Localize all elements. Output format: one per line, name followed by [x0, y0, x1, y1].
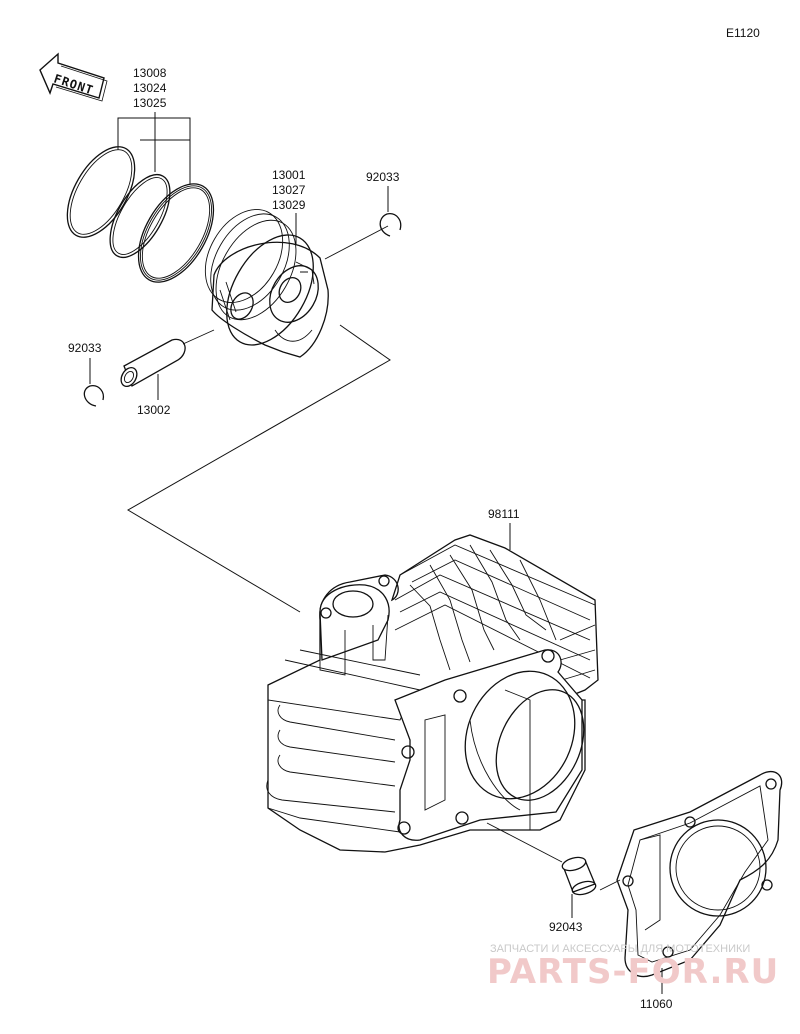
piston-part-number: 13029 — [272, 198, 306, 212]
clip-left-part-number: 92033 — [68, 341, 102, 355]
watermark-tagline: ЗАПЧАСТИ И АКСЕССУАРЫ ДЛЯ МОТОТЕХНИКИ — [490, 943, 750, 955]
piston-ring-oil-rail — [109, 174, 171, 258]
rings-leader-line — [117, 112, 191, 184]
piston-label-group: 13001 13027 13029 — [272, 168, 306, 212]
site-watermark: ЗАПЧАСТИ И АКСЕССУАРЫ ДЛЯ МОТОТЕХНИКИ PA… — [487, 943, 779, 992]
gasket-part-number: 11060 — [640, 997, 673, 1011]
pin-part-number: 13002 — [137, 403, 171, 417]
piston-pin — [120, 338, 186, 387]
clip-top-part-number: 92033 — [366, 170, 400, 184]
ring-part-number: 13025 — [133, 96, 167, 110]
piston-ring-top — [66, 146, 136, 238]
piston-ring-second — [137, 183, 215, 283]
circlip-top — [379, 213, 402, 237]
gasket-alignment-line — [599, 879, 621, 891]
dowel-alignment-line — [486, 822, 563, 863]
ring-part-number: 13024 — [133, 81, 167, 95]
dowel-part-number: 92043 — [549, 920, 583, 934]
piston — [204, 209, 329, 358]
pin-to-piston-line — [182, 329, 215, 345]
circlip-left — [83, 385, 105, 407]
cylinder-part-number: 98111 — [488, 507, 520, 521]
piston-to-cylinder-reference-line — [127, 324, 391, 613]
rings-leader-bracket — [117, 112, 190, 170]
cylinder-block — [266, 534, 599, 853]
watermark-brand: PARTS-FOR.RU — [487, 952, 779, 992]
rings-label-group: 13008 13024 13025 — [133, 66, 167, 110]
piston-part-number: 13027 — [272, 183, 306, 197]
front-arrow-icon: FRONT — [39, 52, 108, 102]
cylinder-gasket — [616, 770, 783, 978]
diagram-code: E1120 — [726, 26, 760, 40]
ring-part-number: 13008 — [133, 66, 167, 80]
piston-part-number: 13001 — [272, 168, 306, 182]
dowel-pin — [561, 856, 597, 896]
pin-axis-line — [324, 225, 389, 260]
